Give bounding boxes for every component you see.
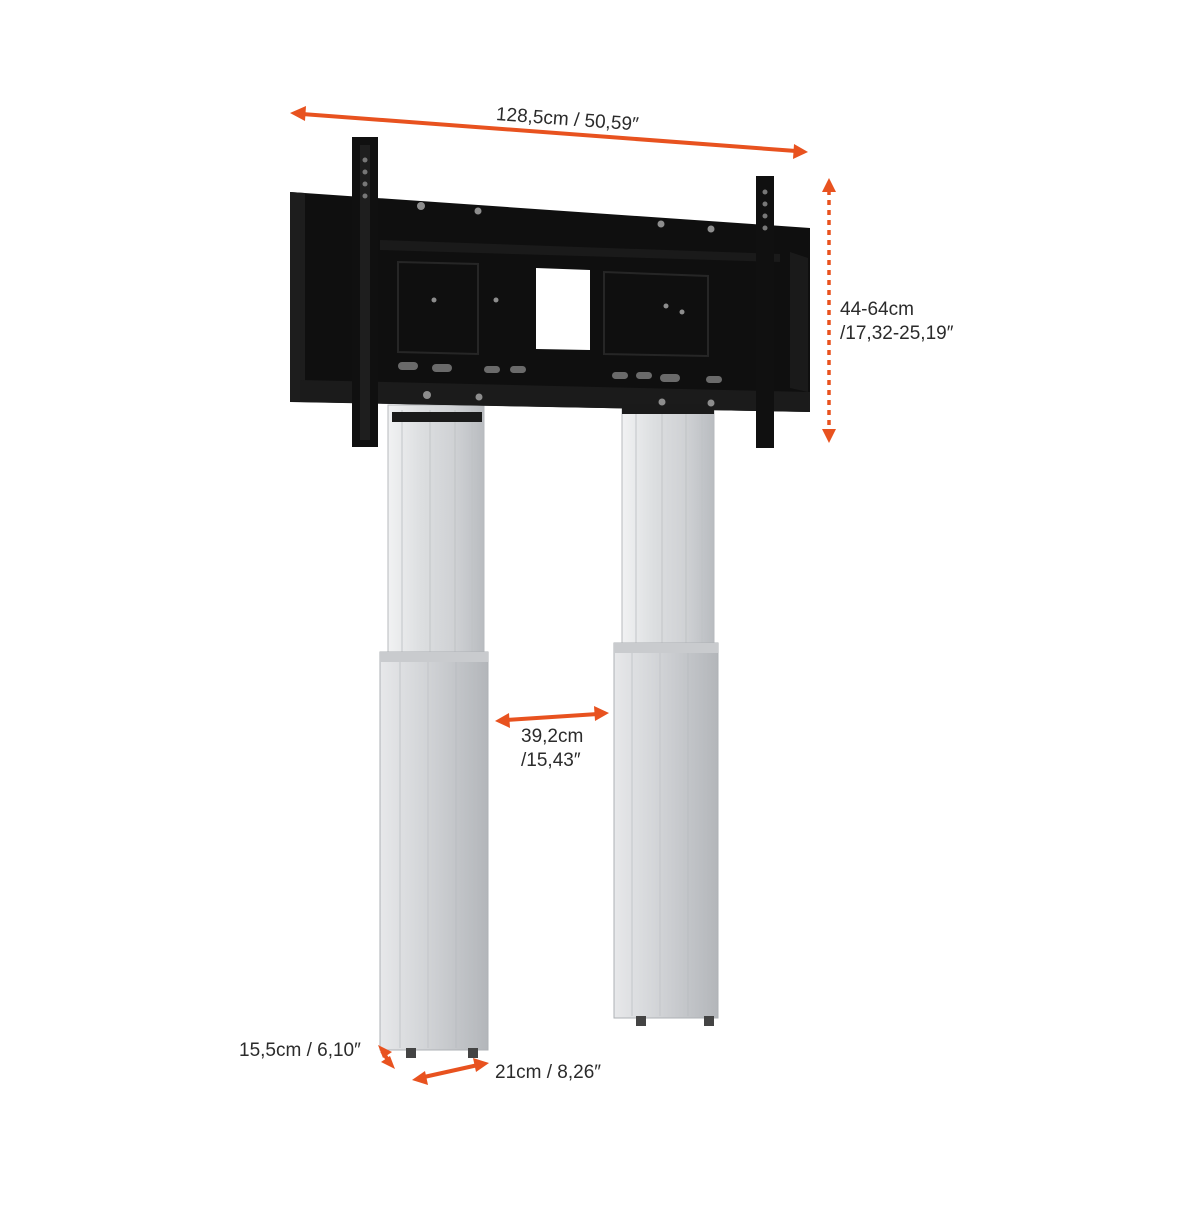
height-label-line2: /17,32-25,19″	[840, 323, 954, 344]
depth-arrow	[378, 1045, 395, 1069]
column-width-arrow	[412, 1058, 489, 1085]
column-width-label: 21cm / 8,26″	[495, 1062, 602, 1083]
mounting-bracket	[290, 137, 810, 448]
gap-label-line1: 39,2cm	[521, 726, 584, 747]
width-arrow	[290, 106, 808, 159]
gap-arrow	[495, 706, 609, 728]
gap-label-line2: /15,43″	[521, 750, 581, 771]
depth-label: 15,5cm / 6,10″	[239, 1040, 361, 1061]
right-column	[613, 404, 719, 1026]
left-column	[379, 404, 489, 1058]
height-arrow	[822, 178, 836, 443]
height-label-line1: 44-64cm	[840, 299, 914, 320]
